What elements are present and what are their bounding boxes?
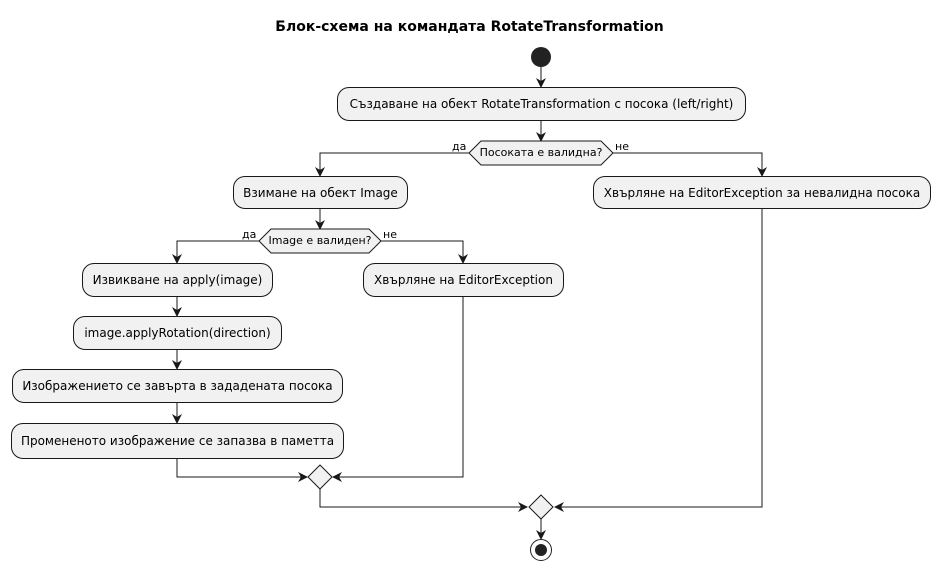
decision-image-valid-label: Image е валиден? <box>268 234 372 247</box>
edge-merge1-merge2 <box>319 489 528 512</box>
action-throw-invalid-direction: Хвърляне на EditorException за невалидна… <box>593 176 931 209</box>
decision-image-valid <box>258 228 382 254</box>
action-image-rotated: Изображението се завърта в зададената по… <box>12 369 343 403</box>
edge-saved-merge1 <box>176 459 308 482</box>
action-apply-rotation: image.applyRotation(direction) <box>73 316 282 350</box>
end-node-dot <box>535 544 547 556</box>
branch-label-direction-no: не <box>615 140 629 153</box>
action-create-transformation: Създаване на обект RotateTransformation … <box>337 87 746 121</box>
edge-decision2-yes <box>172 240 259 264</box>
edge-decision1-yes <box>315 152 469 177</box>
edge-decision1-no <box>613 152 767 177</box>
action-get-image: Взимане на обект Image <box>233 176 408 209</box>
start-node <box>531 47 551 67</box>
merge-node-outer <box>528 494 554 520</box>
edge-throw-merge1 <box>332 297 464 482</box>
branch-label-image-no: не <box>383 228 397 241</box>
edge-throwdir-merge2 <box>554 209 763 512</box>
decision-direction-valid-label: Посоката е валидна? <box>479 146 603 159</box>
action-image-saved: Промененото изображение се запазва в пам… <box>11 423 344 459</box>
edge-decision2-no <box>381 240 468 264</box>
branch-label-direction-yes: да <box>452 140 467 153</box>
branch-label-image-yes: да <box>242 228 257 241</box>
action-call-apply: Извикване на apply(image) <box>82 263 273 297</box>
action-throw-editor-exception: Хвърляне на EditorException <box>363 263 564 297</box>
diagram-title: Блок-схема на командата RotateTransforma… <box>275 19 664 35</box>
decision-direction-valid <box>468 140 614 166</box>
merge-node-inner <box>307 464 333 490</box>
